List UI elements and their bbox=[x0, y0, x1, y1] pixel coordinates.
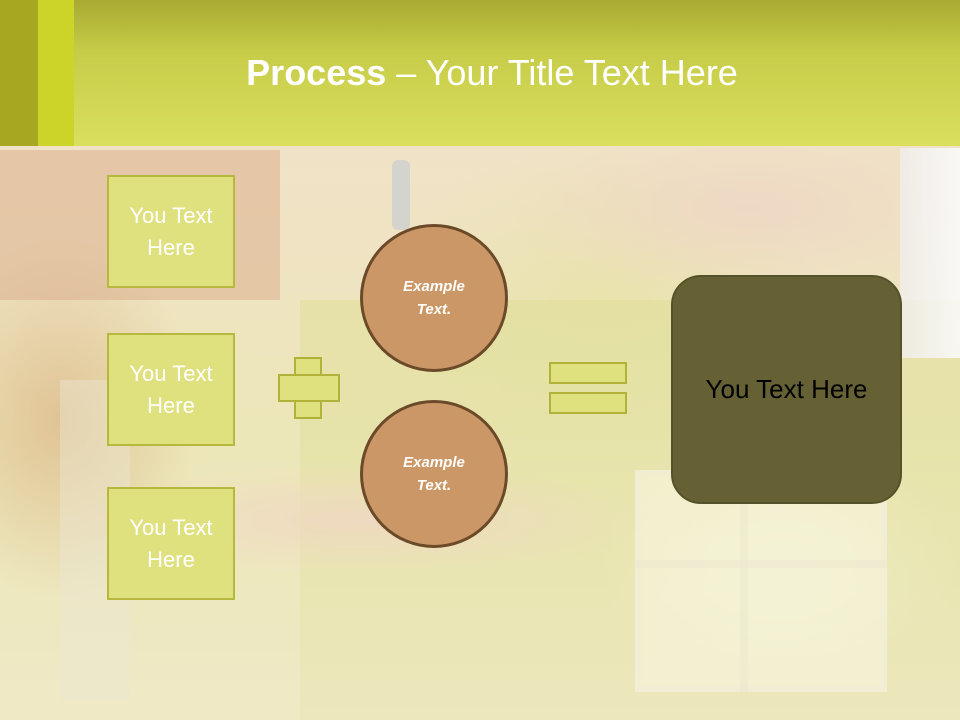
window-transom bbox=[635, 560, 887, 568]
slide-title: Process – Your Title Text Here bbox=[0, 52, 960, 94]
text-box-label: You Text Here bbox=[129, 202, 213, 260]
circle-label: Example Text. bbox=[403, 454, 465, 494]
receiving-hand-shape bbox=[0, 440, 660, 590]
result-box[interactable]: You Text Here bbox=[671, 275, 902, 504]
text-box-2[interactable]: You Text Here bbox=[107, 333, 235, 446]
header-band bbox=[0, 0, 960, 146]
plus-sign-center bbox=[296, 376, 320, 400]
circle-label: Example Text. bbox=[403, 278, 465, 318]
example-circle-1[interactable]: Example Text. bbox=[360, 224, 508, 372]
example-circle-2[interactable]: Example Text. bbox=[360, 400, 508, 548]
shirt-sleeve-shape bbox=[900, 148, 960, 358]
equals-sign-bottom bbox=[549, 392, 627, 414]
text-box-label: You Text Here bbox=[129, 514, 213, 572]
text-box-3[interactable]: You Text Here bbox=[107, 487, 235, 600]
window-mullion bbox=[740, 470, 748, 692]
house-window-shape bbox=[635, 470, 887, 692]
slide-title-rest: – Your Title Text Here bbox=[386, 52, 738, 93]
slide-title-bold: Process bbox=[246, 52, 387, 93]
header-accent-stripe bbox=[0, 0, 38, 146]
key-shape bbox=[392, 160, 410, 230]
equals-sign-top bbox=[549, 362, 627, 384]
text-box-label: You Text Here bbox=[129, 360, 213, 418]
text-box-1[interactable]: You Text Here bbox=[107, 175, 235, 288]
header-accent-stripe bbox=[38, 0, 74, 146]
result-label: You Text Here bbox=[705, 374, 868, 404]
